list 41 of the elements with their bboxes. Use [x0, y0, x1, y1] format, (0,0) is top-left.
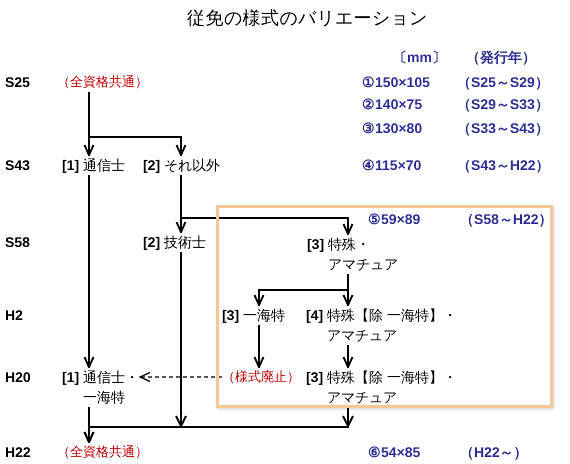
era-label: S43 [5, 156, 30, 175]
highlight-frame [216, 205, 553, 408]
period-label: （H22～） [460, 443, 528, 462]
arrow [254, 325, 264, 368]
period-label: （S33～S43） [457, 119, 549, 138]
dashed-arrow [139, 372, 222, 382]
size-label: ④115×70 [362, 156, 422, 175]
column-header: （発行年） [466, 48, 536, 67]
arrow [84, 407, 354, 443]
license-type-label: [1] 通信士 [62, 155, 126, 175]
license-type-label: [2] それ以外 [143, 155, 220, 175]
license-type-label: [3] 一海特 [222, 305, 286, 325]
period-label: （S29～S33） [457, 95, 549, 114]
license-type-label: [1] 通信士・一海特 [62, 367, 140, 407]
title: 従免の様式のバリエーション [187, 7, 428, 30]
size-label: ⑥54×85 [368, 443, 420, 462]
period-label: （S58～H22） [460, 210, 553, 229]
license-type-label: [3] 特殊・アマチュア [307, 234, 398, 274]
arrow [88, 92, 186, 156]
size-label: ①150×105 [362, 73, 430, 92]
arrow [180, 175, 354, 235]
column-header: 〔mm〕 [393, 48, 446, 67]
size-label: ②140×75 [362, 95, 422, 114]
era-label: H20 [5, 368, 31, 387]
era-label: S25 [5, 73, 30, 92]
era-label: H22 [5, 443, 31, 462]
license-type-label: [2] 技術士 [143, 232, 206, 252]
status-label: （様式廃止） [222, 367, 300, 387]
arrow [342, 345, 354, 368]
license-type-label: [4] 特殊【除 一海特】・アマチュア [306, 305, 457, 345]
era-label: H2 [5, 306, 23, 325]
period-label: （S43～H22） [457, 156, 550, 175]
arrow [342, 274, 354, 306]
period-label: （S25～S29） [457, 73, 549, 92]
arrow [84, 175, 94, 368]
era-label: S58 [5, 233, 30, 252]
license-type-label: [3] 特殊【除 一海特】・アマチュア [306, 367, 457, 407]
size-label: ⑤59×89 [368, 210, 420, 229]
size-label: ③130×80 [362, 119, 422, 138]
status-label: （全資格共通） [57, 442, 148, 462]
status-label: （全資格共通） [57, 72, 148, 92]
